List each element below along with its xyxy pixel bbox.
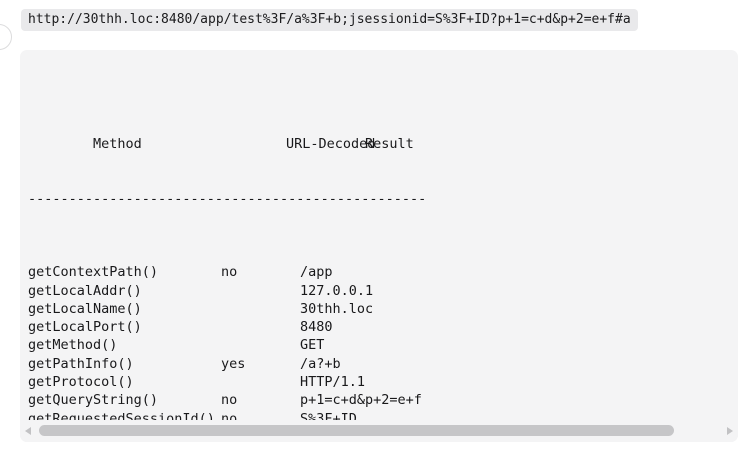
cell-url-decoded: no bbox=[221, 410, 238, 420]
scroll-left-arrow-icon[interactable] bbox=[20, 420, 36, 442]
output-panel: Method URL-DecodedResult ----------------… bbox=[20, 50, 738, 442]
cell-url-decoded: no bbox=[221, 392, 238, 409]
table-row: getLocalPort() 8480 bbox=[28, 318, 738, 336]
cell-method: getQueryString() bbox=[28, 392, 159, 409]
cell-result: /a?+b bbox=[300, 355, 341, 372]
cell-method: getContextPath() bbox=[28, 264, 159, 281]
output-panel-body: Method URL-DecodedResult ----------------… bbox=[20, 50, 738, 420]
header-method: Method bbox=[93, 136, 142, 153]
table-rows: getContextPath() no/app getLocalAddr() 127.… bbox=[28, 263, 738, 420]
cell-url-decoded: yes bbox=[221, 355, 246, 372]
table-row: getLocalAddr() 127.0.0.1 bbox=[28, 282, 738, 300]
cell-result: p+1=c+d&p+2=e+f bbox=[300, 392, 422, 409]
table-row: getProtocol() HTTP/1.1 bbox=[28, 373, 738, 391]
table-row: getLocalName() 30thh.loc bbox=[28, 300, 738, 318]
request-methods-table: Method URL-DecodedResult ----------------… bbox=[28, 62, 738, 420]
table-header-row: Method URL-DecodedResult bbox=[28, 117, 738, 152]
cell-method: getRequestedSessionId() bbox=[28, 410, 215, 420]
table-row: getContextPath() no/app bbox=[28, 263, 738, 281]
cell-method: getProtocol() bbox=[28, 374, 134, 391]
header-url-decoded: URL-Decoded bbox=[286, 136, 376, 153]
cell-result: 30thh.loc bbox=[300, 300, 374, 317]
cell-method: getLocalPort() bbox=[28, 319, 142, 336]
header-result: Result bbox=[365, 136, 414, 153]
cell-result: HTTP/1.1 bbox=[300, 374, 366, 391]
scrollbar-thumb[interactable] bbox=[39, 425, 674, 436]
cell-method: getPathInfo() bbox=[28, 355, 134, 372]
cell-method: getMethod() bbox=[28, 337, 118, 354]
cell-result: 8480 bbox=[300, 319, 333, 336]
horizontal-scrollbar[interactable] bbox=[20, 420, 738, 442]
url-bar[interactable]: http://30thh.loc:8480/app/test%3F/a%3F+b… bbox=[21, 9, 638, 31]
edge-circle-artifact bbox=[0, 24, 12, 50]
cell-method: getLocalName() bbox=[28, 300, 142, 317]
cell-url-decoded: no bbox=[221, 264, 238, 281]
scroll-right-arrow-icon[interactable] bbox=[722, 420, 738, 442]
table-row: getRequestedSessionId() no S%3F+ID bbox=[28, 410, 738, 420]
cell-method: getLocalAddr() bbox=[28, 282, 142, 299]
cell-result: /app bbox=[300, 264, 333, 281]
url-text: http://30thh.loc:8480/app/test%3F/a%3F+b… bbox=[28, 12, 631, 27]
cell-result: 127.0.0.1 bbox=[300, 282, 374, 299]
table-row: getQueryString() no p+1=c+d&p+2=e+f bbox=[28, 391, 738, 409]
cell-result: GET bbox=[300, 337, 325, 354]
scrollbar-track[interactable] bbox=[36, 420, 722, 442]
table-row: getPathInfo() yes/a?+b bbox=[28, 355, 738, 373]
table-row: getMethod() GET bbox=[28, 336, 738, 354]
table-header-separator: ----------------------------------------… bbox=[28, 191, 427, 208]
cell-result: S%3F+ID bbox=[300, 410, 357, 420]
